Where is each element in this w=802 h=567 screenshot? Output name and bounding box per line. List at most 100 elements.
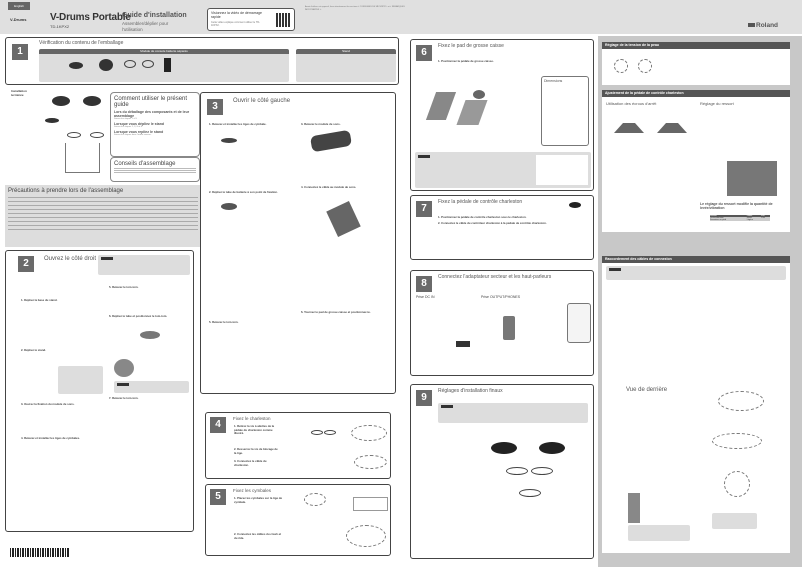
section-3: 3 Ouvrir le côté gauche 1. Relevez et in… — [200, 92, 396, 394]
hihat-detail — [351, 425, 387, 441]
stand-frame — [65, 143, 100, 173]
tips-title: Conseils d'assemblage — [114, 161, 176, 167]
module-closeup — [326, 201, 361, 237]
section-title: Réglages d'installation finaux — [438, 388, 503, 394]
section-title: Fixez la pédale de contrôle charleston — [438, 199, 523, 205]
roland-mark-icon — [748, 23, 755, 28]
spring-illustration — [727, 161, 777, 196]
note-box — [712, 513, 757, 529]
step-text: 6. Tournez le pad de grosse caisse et po… — [301, 310, 371, 314]
note-box — [606, 266, 786, 280]
dimensions-title: Dimensions — [544, 79, 563, 83]
step-text: 5. Relevez le tom-tom. — [109, 285, 139, 289]
step-text: 7. Relevez le tom-tom. — [109, 396, 139, 400]
tom-icon — [124, 60, 136, 68]
ride-cymbal — [539, 442, 565, 454]
section-title: Connectez l'adaptateur secteur et les ha… — [438, 274, 552, 280]
header: English V-Drums V-Drums Portable TD-1KPX… — [0, 0, 802, 34]
snare-pad-illustration — [114, 359, 134, 377]
section-1: 1 Vérification du contenu de l'emballage… — [5, 37, 399, 85]
step-number: 4 — [210, 417, 226, 433]
kick-pedal-illustration — [425, 92, 457, 120]
ride-cymbal — [83, 96, 101, 106]
section-title: Ouvrez le côté droit — [44, 256, 97, 262]
stand-bar: Stand — [296, 49, 396, 54]
step-text: 2. Desserrez la vis de blocage de la tig… — [234, 447, 278, 455]
installed-diagram: Installation terminée — [5, 88, 105, 183]
installed-label: Installation terminée — [11, 89, 27, 97]
cymbal-callout — [353, 497, 388, 511]
snare-pad — [519, 489, 541, 497]
section-title: Fixez le charleston — [233, 416, 271, 421]
output-phones-title: Prise OUTPUT/PHONES — [481, 295, 521, 299]
precautions-box: Précautions à prendre lors de l'assembla… — [5, 185, 201, 247]
step-number: 7 — [416, 201, 432, 217]
step-text: 3. Connectez le câble du charleston. — [234, 459, 267, 467]
step-text: 2. Dépliez le stand. — [21, 348, 47, 352]
section-8: 8 Connectez l'adaptateur secteur et les … — [410, 270, 594, 376]
cymbal-detail — [304, 493, 326, 506]
step-number: 3 — [207, 99, 223, 115]
section-7: 7 Fixez la pédale de contrôle charleston… — [410, 195, 594, 260]
step-text: 2. Connectez le câble du contrôleur char… — [438, 221, 547, 225]
section-6: 6 Fixez le pad de grosse caisse 1. Posit… — [410, 39, 594, 191]
language-tab: English — [8, 2, 30, 10]
tom-illustration — [140, 331, 160, 339]
kick-pad — [473, 90, 485, 99]
snare-pad — [67, 132, 81, 138]
cable-detail — [718, 391, 764, 411]
precautions-title: Précautions à prendre lors de l'assembla… — [8, 188, 124, 194]
tom-pad — [90, 132, 104, 138]
module-icon — [164, 58, 171, 72]
module-contents — [39, 54, 289, 82]
step-number: 8 — [416, 276, 432, 292]
stopper-title: Utilisation des écrous d'arrêt — [606, 101, 657, 106]
step-number: 6 — [416, 45, 432, 61]
roland-text: Roland — [756, 22, 779, 29]
step-number: 1 — [12, 44, 28, 60]
hihat-adjust-box: Utilisation des écrous d'arrêt Réglage d… — [602, 97, 790, 232]
step-text: 1. Retirez la vis à ailettes de la pédal… — [234, 424, 275, 436]
tension-box — [602, 49, 790, 85]
hihat-detail — [354, 455, 387, 469]
step-text: 4. Connectez le câble au module de sons. — [301, 185, 357, 189]
step-text: 1. Placez les cymbales sur la tige de cy… — [234, 496, 283, 504]
pad-illustration — [311, 430, 323, 435]
module-bracket — [628, 493, 640, 523]
guide-item-heading: Lors du déballage des composants et de l… — [114, 110, 190, 118]
guide-box-title: Comment utiliser le présent guide — [114, 96, 188, 108]
step-text: 1. Relevez et installez les tiges de cym… — [209, 122, 267, 126]
section-title: Fixez le pad de grosse caisse — [438, 43, 504, 49]
step-text: 1. Dépliez la base du stand. — [21, 298, 58, 302]
cable-detail — [712, 433, 762, 449]
pedal-diagram — [614, 123, 644, 133]
qr-code-icon[interactable] — [276, 13, 290, 27]
note-box — [114, 381, 189, 393]
tom-pad — [506, 467, 528, 475]
step-text: 1. Positionnez la pédale de contrôle cha… — [438, 215, 527, 219]
step-text: 4. Relevez et installez les tiges de cym… — [21, 436, 80, 440]
hihat — [45, 118, 59, 123]
guide-title: Guide d'installation — [122, 12, 187, 19]
angle-callout — [58, 366, 103, 394]
guide-item-text: Suivez les étapes dans l'ordre inverse. — [114, 134, 152, 136]
step-text: 5. Relevez le tom-tom. — [209, 320, 239, 324]
pad-icon — [69, 62, 83, 69]
crash-cymbal — [52, 96, 70, 106]
video-box[interactable]: Visionnez la vidéo de démarrage rapide C… — [207, 8, 295, 31]
caution-box — [98, 255, 190, 275]
section-title: Vérification du contenu de l'emballage — [39, 40, 124, 46]
right-column: Réglage de la tension de la peau Ajustem… — [598, 36, 802, 567]
step-text: 2. Connectez les câbles du crash et du r… — [234, 532, 282, 540]
module-bar: Module de console batterie séparés — [39, 49, 289, 54]
pad-illustration — [324, 430, 336, 435]
step-number: 2 — [18, 256, 34, 272]
cables-box: Vue de derrière — [602, 263, 790, 553]
spring-note: Le réglage du ressort modifie la quantit… — [700, 202, 773, 210]
section-2: 2 Ouvrez le côté droit 1. Dépliez la bas… — [5, 250, 194, 532]
model-number: TD-1KPX2 — [50, 24, 70, 29]
note-box — [438, 403, 588, 423]
tension-header: Réglage de la tension de la peau — [602, 42, 790, 49]
